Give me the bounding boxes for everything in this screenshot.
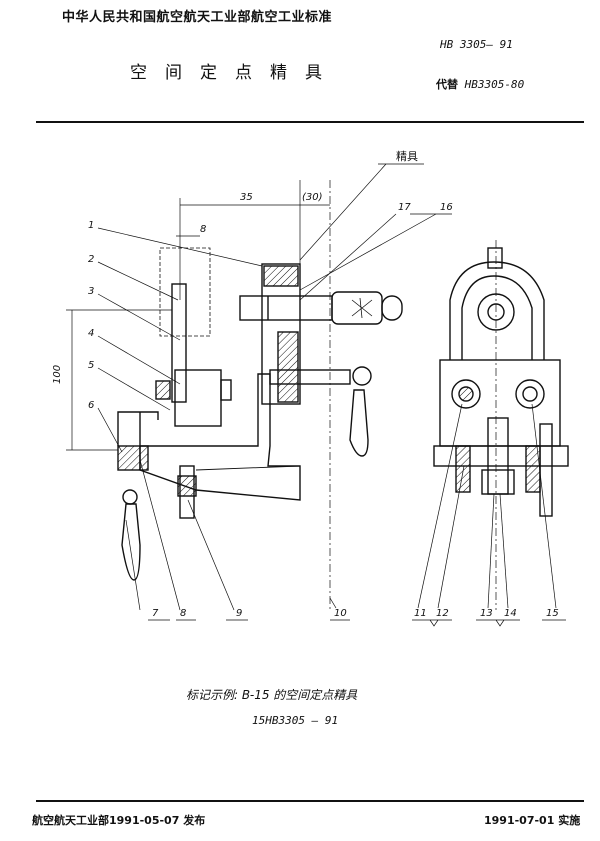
clamp-block — [174, 369, 222, 427]
part-number: 8 — [180, 608, 186, 619]
right-base — [433, 445, 569, 467]
yoke-outer — [449, 261, 545, 360]
effective-date: 1991-07-01 实施 — [484, 814, 581, 827]
part-number: 2 — [88, 254, 94, 265]
spindle — [239, 295, 333, 321]
jaw-arm — [117, 411, 159, 446]
clamp-arm — [171, 283, 187, 403]
part-number: 7 — [152, 608, 159, 619]
part-number: 5 — [88, 360, 94, 371]
part-number: 13 — [480, 608, 493, 619]
dim-8-label: 8 — [200, 224, 206, 235]
part-number: 11 — [414, 608, 427, 619]
part-number: 16 — [440, 202, 453, 213]
left-guide — [455, 445, 471, 493]
replaces-label: 代替 — [436, 78, 458, 91]
center-nut — [481, 469, 515, 495]
side-handle — [349, 389, 369, 457]
document-title: 空间定点精具 — [130, 63, 340, 83]
issue-date: 航空航天工业部1991-05-07 发布 — [32, 814, 206, 827]
center-screw — [487, 417, 509, 495]
part-number: 6 — [88, 400, 94, 411]
replaces-standard: 代替 HB3305-80 — [436, 76, 524, 92]
crossbar-screw — [269, 369, 351, 385]
dim-35-label: 35 — [240, 192, 253, 203]
part-number: 10 — [334, 608, 347, 619]
right-body — [439, 359, 561, 447]
left-jaw — [117, 445, 149, 471]
part-number: 4 — [88, 328, 94, 339]
dim-30-label: (30) — [302, 192, 323, 203]
knob-16 — [331, 291, 383, 325]
handle-grip — [121, 503, 141, 581]
handle-knuckle — [122, 489, 138, 505]
leader-lines — [97, 163, 566, 627]
bolt-head-15 — [515, 379, 545, 409]
marking-example-code: 15HB3305 — 91 — [252, 714, 339, 727]
standard-number: HB 3305— 91 — [440, 38, 513, 51]
part-number: 12 — [436, 608, 449, 619]
header-rule — [36, 121, 584, 123]
footer-rule — [36, 800, 584, 802]
dim-100-label: 100 — [52, 365, 63, 384]
part-number: 14 — [504, 608, 517, 619]
center-plate — [261, 263, 301, 405]
part-number: 17 — [398, 202, 411, 213]
marking-example-label: 标记示例: B-15 的空间定点精具 — [186, 688, 358, 702]
bolt-head-11 — [451, 379, 481, 409]
reference-outline — [159, 247, 211, 337]
part-number: 3 — [88, 286, 94, 297]
part-number: 15 — [546, 608, 559, 619]
top-stud — [487, 247, 503, 269]
callout-label: 精具 — [396, 150, 418, 163]
clamp-washer — [220, 379, 232, 401]
handle-eye — [352, 366, 372, 386]
part-number: 9 — [236, 608, 242, 619]
part-number: 1 — [88, 220, 94, 231]
clamp-nut — [155, 380, 171, 400]
right-pin — [539, 423, 553, 517]
replaces-number: HB3305-80 — [464, 78, 525, 91]
yoke-inner — [461, 275, 533, 360]
part-number-labels: 1 2 3 4 5 6 7 8 9 10 11 12 13 14 15 16 1… — [88, 202, 559, 619]
issuing-organization: 中华人民共和国航空航天工业部航空工业标准 — [62, 10, 333, 25]
